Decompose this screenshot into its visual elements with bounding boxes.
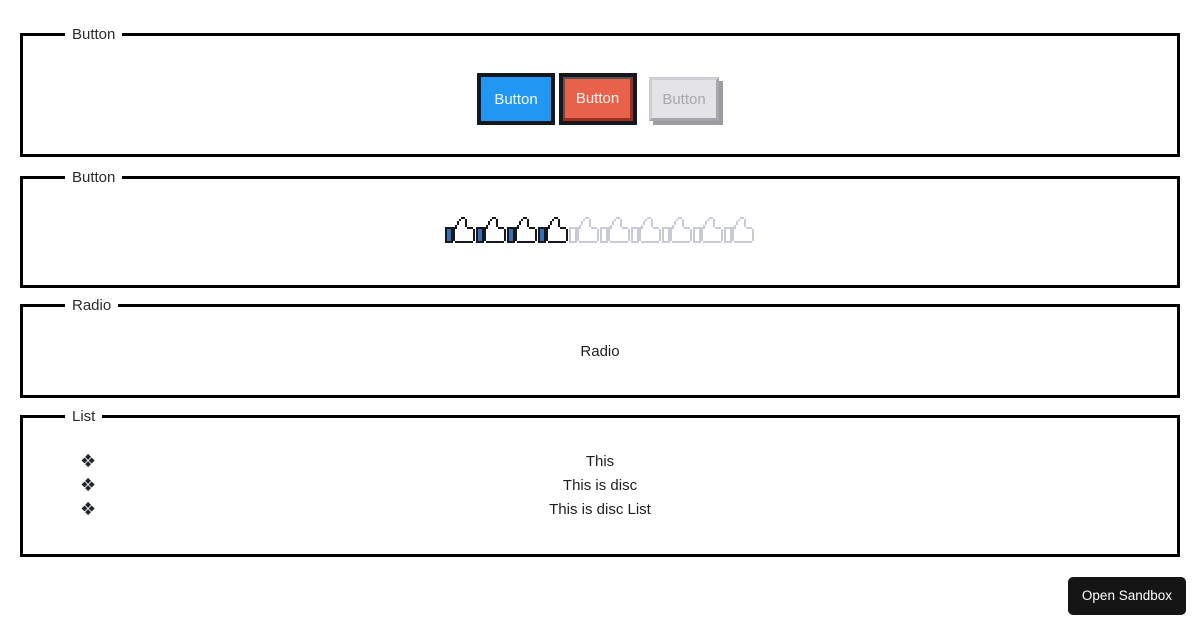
list-item: ❖ This is disc List: [23, 498, 1177, 522]
button-primary[interactable]: Button: [477, 73, 555, 125]
list-item-label: This is disc List: [549, 501, 651, 518]
fieldset-legend-radio: Radio: [65, 296, 119, 316]
thumbs-up-icon-8[interactable]: [662, 217, 694, 247]
thumbs-up-icon-2[interactable]: [476, 217, 508, 247]
fieldset-buttons: Button Button Button Button: [20, 25, 1180, 157]
thumbs-up-icon-6[interactable]: [600, 217, 632, 247]
disc-list: ❖ This ❖ This is disc ❖ This is disc List: [23, 450, 1177, 522]
fieldset-list-body: ❖ This ❖ This is disc ❖ This is disc List: [23, 418, 1177, 554]
list-item-label: This: [585, 453, 615, 470]
open-sandbox-button[interactable]: Open Sandbox: [1067, 576, 1186, 615]
button-disabled: Button: [649, 77, 719, 121]
thumbs-up-icon-1[interactable]: [445, 217, 477, 247]
fieldset-legend-likes: Button: [65, 168, 123, 188]
list-bullet-icon: ❖: [80, 499, 97, 520]
fieldset-legend-list: List: [65, 407, 103, 427]
list-bullet-icon: ❖: [80, 451, 97, 472]
fieldset-legend-buttons: Button: [65, 25, 123, 45]
list-item: ❖ This is disc: [23, 474, 1177, 498]
thumbs-up-icon-4[interactable]: [538, 217, 570, 247]
thumbs-up-icon-9[interactable]: [693, 217, 725, 247]
fieldset-buttons-body: Button Button Button: [23, 36, 1177, 154]
radio-label[interactable]: Radio: [580, 342, 620, 360]
list-item: ❖ This: [23, 450, 1177, 474]
list-item-label: This is disc: [562, 477, 638, 494]
thumbs-up-icon-3[interactable]: [507, 217, 539, 247]
thumbs-up-icon-10[interactable]: [724, 217, 756, 247]
fieldset-likes-body: [23, 179, 1177, 285]
like-button-row: [445, 217, 755, 247]
thumbs-up-icon-5[interactable]: [569, 217, 601, 247]
button-danger[interactable]: Button: [559, 73, 637, 125]
fieldset-likes: Button: [20, 168, 1180, 288]
fieldset-list: List ❖ This ❖ This is disc ❖ This is disc Lis…: [20, 407, 1180, 557]
button-row: Button Button Button: [477, 69, 719, 125]
thumbs-up-icon-7[interactable]: [631, 217, 663, 247]
fieldset-radio-body: Radio: [23, 307, 1177, 395]
list-bullet-icon: ❖: [80, 475, 97, 496]
fieldset-radio: Radio Radio: [20, 296, 1180, 398]
